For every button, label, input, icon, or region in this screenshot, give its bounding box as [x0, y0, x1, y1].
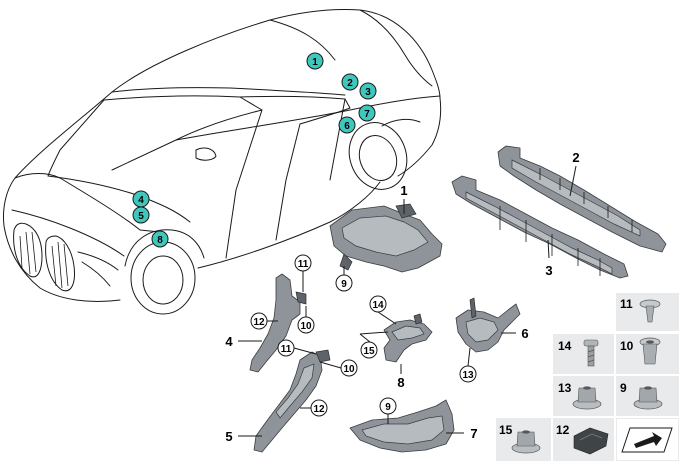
ref-circle-10-a: 10 — [297, 306, 315, 334]
svg-text:8: 8 — [397, 375, 404, 390]
svg-text:11: 11 — [281, 344, 292, 355]
flange-nut-icon — [572, 386, 602, 410]
part-1-label: 1 — [400, 183, 408, 214]
svg-text:10: 10 — [620, 339, 634, 353]
svg-text:10: 10 — [343, 364, 355, 375]
part-8-label: 8 — [397, 364, 405, 390]
svg-text:9: 9 — [385, 402, 391, 413]
ref-circle-14: 14 — [369, 295, 397, 325]
svg-text:6: 6 — [344, 121, 350, 132]
svg-text:14: 14 — [558, 339, 572, 353]
part-5-bracket[interactable] — [253, 349, 331, 453]
car-callout-5[interactable]: 5 — [132, 206, 150, 224]
part-3-rail[interactable] — [451, 175, 629, 279]
ref-circle-11-b: 11 — [277, 339, 317, 357]
svg-text:12: 12 — [253, 317, 265, 328]
svg-text:8: 8 — [157, 235, 163, 246]
ref-circle-9-a: 9 — [335, 266, 353, 292]
svg-text:2: 2 — [347, 78, 353, 89]
svg-text:3: 3 — [365, 87, 371, 98]
part-4-label: 4 — [225, 334, 262, 349]
svg-text:15: 15 — [363, 346, 375, 357]
car-illustration — [3, 9, 442, 315]
svg-text:11: 11 — [298, 259, 309, 270]
part-4-bracket[interactable] — [249, 273, 307, 373]
svg-text:2: 2 — [572, 150, 579, 165]
part-8-bracket[interactable] — [383, 313, 433, 363]
car-callout-7[interactable]: 7 — [358, 104, 376, 122]
svg-text:11: 11 — [620, 297, 633, 311]
svg-text:9: 9 — [341, 279, 347, 290]
part-1-bracket[interactable] — [329, 203, 443, 273]
svg-text:12: 12 — [556, 423, 570, 437]
ref-circle-10-b: 10 — [319, 359, 358, 377]
expansion-nut-icon — [639, 337, 661, 365]
car-callout-4[interactable]: 4 — [132, 190, 150, 208]
svg-text:15: 15 — [499, 423, 513, 437]
svg-text:7: 7 — [364, 109, 370, 120]
svg-text:5: 5 — [138, 211, 144, 222]
svg-text:5: 5 — [225, 429, 232, 444]
svg-text:1: 1 — [312, 57, 318, 68]
ref-circle-11-a: 11 — [294, 254, 312, 292]
part-7-bracket[interactable] — [349, 399, 455, 453]
part-2-rail[interactable] — [497, 145, 667, 253]
ref-circle-13: 13 — [459, 347, 477, 383]
svg-text:10: 10 — [300, 321, 312, 332]
ref-circle-15: 15 — [359, 331, 389, 359]
car-callout-8[interactable]: 8 — [151, 230, 169, 248]
svg-text:4: 4 — [225, 334, 233, 349]
car-callout-1[interactable]: 1 — [306, 52, 324, 70]
svg-text:13: 13 — [462, 370, 474, 381]
bolt-icon — [583, 339, 599, 367]
part-2-label: 2 — [569, 150, 580, 197]
ref-circle-12-b: 12 — [300, 399, 328, 417]
car-callout-2[interactable]: 2 — [341, 73, 359, 91]
ref-circle-12-a: 12 — [250, 312, 278, 330]
svg-text:13: 13 — [558, 381, 572, 395]
car-callouts: 1 2 3 7 6 4 5 8 — [132, 52, 377, 248]
svg-text:1: 1 — [400, 183, 407, 198]
part-6-bracket[interactable] — [455, 297, 521, 353]
svg-text:12: 12 — [313, 404, 325, 415]
clip-icon — [639, 299, 661, 323]
fastener-table: 11 14 10 13 9 15 12 — [494, 291, 680, 463]
part-6-label: 6 — [501, 326, 529, 341]
svg-text:6: 6 — [521, 326, 528, 341]
part-3-label: 3 — [545, 239, 553, 278]
car-callout-6[interactable]: 6 — [338, 116, 356, 134]
ref-circle-9-b: 9 — [379, 397, 397, 424]
svg-text:3: 3 — [545, 263, 552, 278]
svg-text:7: 7 — [470, 426, 477, 441]
svg-text:4: 4 — [138, 195, 144, 206]
svg-text:14: 14 — [372, 300, 384, 311]
car-callout-3[interactable]: 3 — [359, 82, 377, 100]
part-7-label: 7 — [446, 426, 478, 441]
cable-holder-icon — [573, 427, 609, 455]
svg-text:9: 9 — [620, 381, 627, 395]
nut-icon — [633, 386, 663, 410]
direction-arrow-icon — [617, 419, 678, 460]
part-5-label: 5 — [225, 429, 262, 444]
hex-nut-icon — [511, 430, 541, 454]
